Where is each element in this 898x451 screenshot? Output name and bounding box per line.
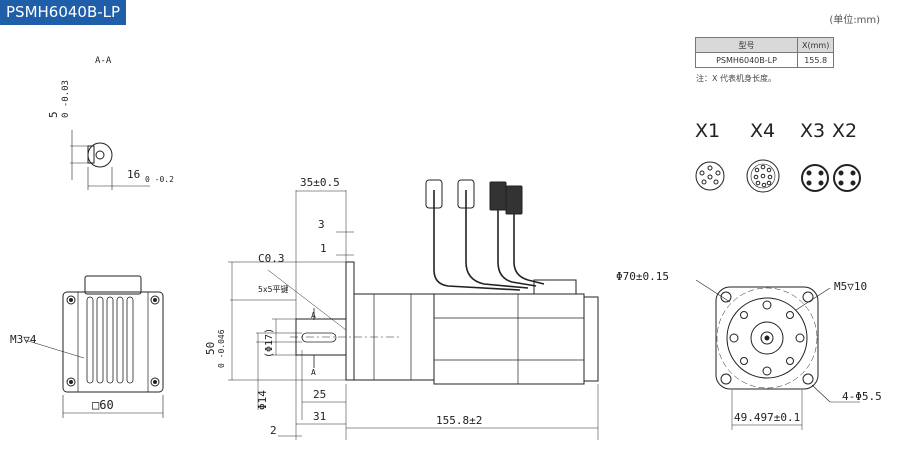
- dim-3: 3: [318, 218, 325, 231]
- connector-label-x3: X3: [800, 120, 826, 142]
- section-dim-depth-tol: 0 -0.2: [145, 175, 174, 184]
- dim-35: 35±0.5: [300, 176, 340, 189]
- mount-hole-label: M3▽4: [10, 333, 37, 346]
- unit-note: (单位:mm): [829, 15, 880, 26]
- connector-pin-diagrams: [695, 159, 861, 193]
- section-label: A-A: [95, 56, 112, 66]
- dim-1: 1: [320, 242, 327, 255]
- dim-2: 2: [270, 424, 277, 437]
- model-badge: PSMH6040B-LP: [0, 0, 127, 25]
- dim-31: 31: [313, 410, 326, 423]
- holes-label: 4-Φ5.5: [842, 390, 882, 403]
- front-square-view: [24, 275, 164, 418]
- section-dim-depth: 16: [127, 168, 140, 181]
- flange-view: [695, 279, 860, 430]
- chamfer-label: C0.3: [258, 252, 285, 265]
- spec-cell-x: 155.8: [796, 52, 835, 68]
- dim-phi14: Φ14: [256, 390, 269, 410]
- body-length-dim: 155.8±2: [436, 414, 482, 427]
- dim-50: 50: [204, 342, 217, 355]
- connector-label-x4: X4: [750, 120, 776, 142]
- flange-width-dim: 49.497±0.1: [734, 411, 800, 424]
- keyway-label: 5x5平键: [258, 284, 288, 294]
- pcd-label: Φ70±0.15: [616, 270, 669, 283]
- section-dim-height: 5: [47, 111, 60, 118]
- section-aa-view: [70, 130, 150, 190]
- spec-header-model: 型号: [695, 37, 798, 53]
- section-dim-height-tol: 0 -0.03: [61, 80, 71, 118]
- connector-label-x1: X1: [695, 120, 721, 142]
- spec-footnote: 注：X 代表机身长度。: [696, 74, 777, 83]
- spec-cell-model: PSMH6040B-LP: [695, 52, 798, 68]
- spec-table: 型号 X(mm) PSMH6040B-LP 155.8: [695, 37, 835, 68]
- dim-50-tol: 0 -0.046: [217, 329, 226, 368]
- dim-25: 25: [313, 388, 326, 401]
- thread-label: M5▽10: [834, 280, 867, 293]
- connector-label-x2: X2: [832, 120, 858, 142]
- square-size-label: □60: [92, 398, 114, 412]
- section-mark-top: A: [311, 311, 316, 320]
- side-view: [228, 179, 599, 440]
- section-mark-bottom: A: [311, 368, 316, 377]
- dim-phi17: (Φ17): [264, 328, 275, 358]
